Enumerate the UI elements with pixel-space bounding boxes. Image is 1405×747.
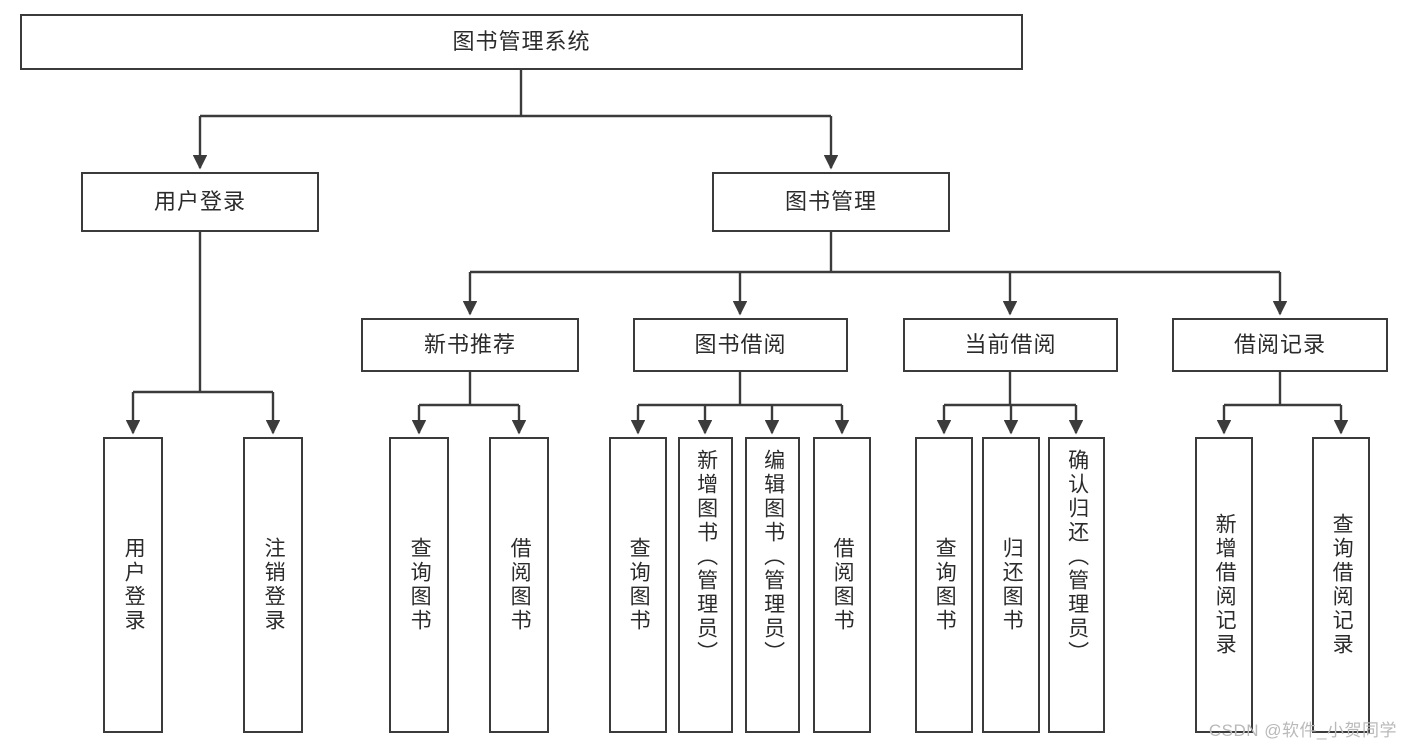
node-leaf-add-book-label: 新增图书（管理员） <box>694 449 718 665</box>
node-leaf-add-record[interactable]: 新增借阅记录 <box>1195 437 1253 733</box>
node-book-manage-label: 图书管理 <box>784 188 877 214</box>
node-leaf-logout[interactable]: 注销登录 <box>243 437 303 733</box>
node-leaf-borrow-book-2[interactable]: 借阅图书 <box>813 437 871 733</box>
node-root-label: 图书管理系统 <box>452 28 591 54</box>
node-leaf-user-login-label: 用户登录 <box>122 537 146 633</box>
node-leaf-return-book[interactable]: 归还图书 <box>982 437 1040 733</box>
node-leaf-borrow-book-1-label: 借阅图书 <box>508 537 532 633</box>
node-leaf-borrow-book-2-label: 借阅图书 <box>831 537 855 633</box>
edges-currentborrow-to-leaves <box>936 372 1084 435</box>
node-book-borrow[interactable]: 图书借阅 <box>633 318 848 372</box>
node-leaf-query-record[interactable]: 查询借阅记录 <box>1312 437 1370 733</box>
node-borrow-record[interactable]: 借阅记录 <box>1172 318 1388 372</box>
node-current-borrow[interactable]: 当前借阅 <box>903 318 1118 372</box>
node-leaf-user-login[interactable]: 用户登录 <box>103 437 163 733</box>
node-current-borrow-label: 当前借阅 <box>964 331 1057 357</box>
node-leaf-query-book-3-label: 查询图书 <box>933 537 957 633</box>
node-leaf-query-record-label: 查询借阅记录 <box>1330 513 1354 657</box>
node-borrow-record-label: 借阅记录 <box>1233 331 1326 357</box>
node-leaf-query-book-2[interactable]: 查询图书 <box>609 437 667 733</box>
watermark-text: CSDN @软件_小贺同学 <box>1208 721 1397 740</box>
node-leaf-add-book[interactable]: 新增图书（管理员） <box>678 437 733 733</box>
node-new-book-rec[interactable]: 新书推荐 <box>361 318 579 372</box>
node-leaf-edit-book[interactable]: 编辑图书（管理员） <box>745 437 800 733</box>
node-leaf-borrow-book-1[interactable]: 借阅图书 <box>489 437 549 733</box>
node-user-login-label: 用户登录 <box>153 188 246 214</box>
node-leaf-add-record-label: 新增借阅记录 <box>1213 513 1237 657</box>
node-book-manage[interactable]: 图书管理 <box>712 172 950 232</box>
edges-bookborrow-to-leaves <box>630 372 850 435</box>
edges-bookmanage-to-level2 <box>462 232 1288 316</box>
node-leaf-logout-label: 注销登录 <box>262 537 286 633</box>
edges-root-to-level1 <box>192 70 839 170</box>
node-leaf-confirm-return[interactable]: 确认归还（管理员） <box>1048 437 1105 733</box>
node-leaf-query-book-2-label: 查询图书 <box>627 537 651 633</box>
edges-borrowrecord-to-leaves <box>1216 372 1349 435</box>
node-new-book-rec-label: 新书推荐 <box>423 331 516 357</box>
edges-newbook-to-leaves <box>411 372 527 435</box>
node-leaf-query-book-1[interactable]: 查询图书 <box>389 437 449 733</box>
node-leaf-query-book-3[interactable]: 查询图书 <box>915 437 973 733</box>
node-leaf-edit-book-label: 编辑图书（管理员） <box>761 449 785 665</box>
node-root[interactable]: 图书管理系统 <box>20 14 1023 70</box>
node-user-login[interactable]: 用户登录 <box>81 172 319 232</box>
node-leaf-confirm-return-label: 确认归还（管理员） <box>1065 449 1089 665</box>
node-book-borrow-label: 图书借阅 <box>694 331 787 357</box>
edges-login-to-leaves <box>125 232 281 435</box>
node-leaf-query-book-1-label: 查询图书 <box>408 537 432 633</box>
node-leaf-return-book-label: 归还图书 <box>1000 537 1024 633</box>
